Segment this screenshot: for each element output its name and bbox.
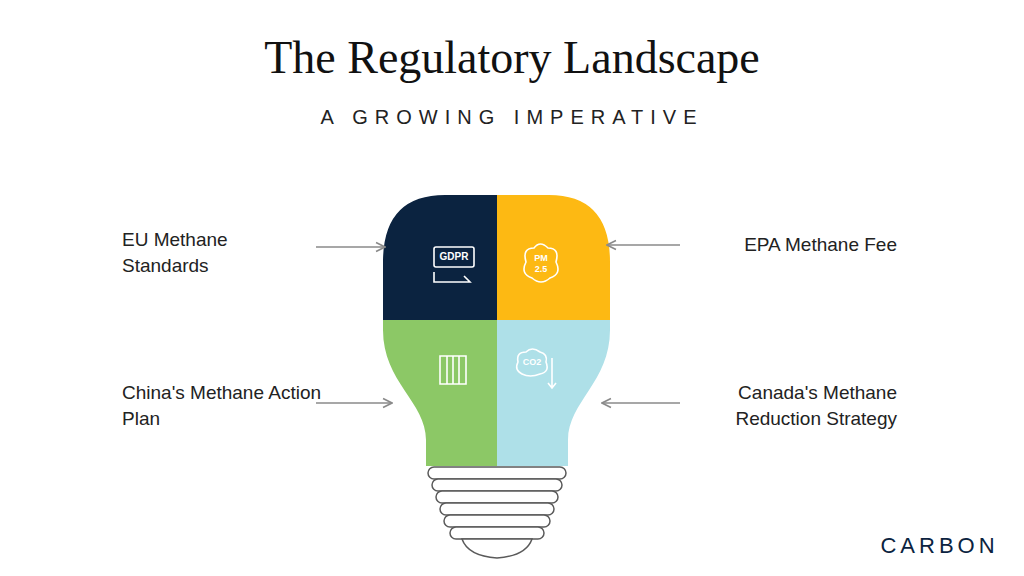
base-ring [436, 491, 558, 503]
leader-lines [316, 245, 680, 403]
base-ring [428, 467, 566, 479]
base-ring [432, 479, 562, 491]
icon-text: CO2 [518, 357, 546, 368]
region-label: China's Methane Action Plan [122, 380, 322, 432]
subtitle: A GROWING IMPERATIVE [0, 104, 1024, 130]
icon-text: GDPR [434, 250, 474, 264]
columns-icon [440, 356, 466, 384]
quadrant-navy [380, 190, 497, 320]
base-ring [440, 503, 554, 515]
title: The Regulatory Landscape [0, 30, 1024, 86]
leader-arrow [607, 244, 680, 245]
gdpr-icon [434, 247, 474, 267]
region-label: Canada's Methane Reduction Strategy [667, 380, 897, 432]
leader-arrow [316, 402, 392, 403]
leader-arrow [602, 402, 680, 403]
cloud-icon [524, 244, 558, 282]
logo-text: CARBON [872, 532, 1007, 560]
co2-cloud-icon [517, 349, 547, 376]
base-tip [462, 539, 532, 558]
gdpr-icon [434, 272, 470, 282]
region-label: EPA Methane Fee [677, 232, 897, 258]
bulb-quadrants [380, 190, 614, 470]
region-label: EU Methane Standards [122, 227, 272, 279]
quadrant-yellow [497, 190, 614, 320]
quadrant-green [380, 320, 497, 470]
quadrant-blue [497, 320, 614, 470]
bulb-base [428, 467, 566, 558]
down-arrow-icon [548, 358, 556, 388]
icon-text: PM 2.5 [527, 253, 555, 275]
leader-arrow [316, 246, 385, 247]
base-ring [444, 515, 550, 527]
icons [434, 244, 558, 388]
base-ring [450, 527, 544, 539]
